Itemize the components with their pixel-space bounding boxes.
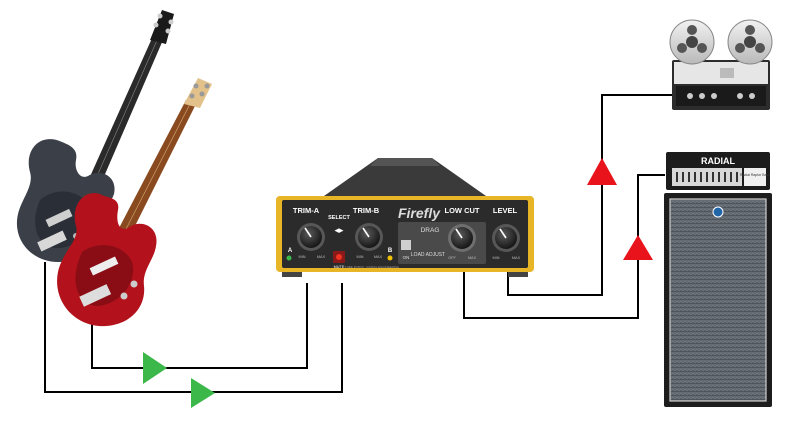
label-switch-on: ON (403, 255, 410, 260)
speaker-cabinet-icon (664, 193, 772, 407)
select-arrows-icon: ◂▸ (334, 225, 344, 235)
amp-brand: RADIAL (701, 156, 735, 166)
bass-guitar-red-icon (57, 78, 212, 327)
green-arrow-icon (191, 378, 215, 408)
label-drag: DRAG (421, 227, 440, 234)
label-mute: MUTE (334, 265, 345, 269)
cable-bass2-to-trim-b (91, 283, 308, 369)
red-arrow-icon (587, 158, 617, 185)
knob-low-cut[interactable] (448, 224, 476, 252)
amp-panel-text: Radial Raptor Bass (740, 173, 770, 177)
label-max: MAX (374, 255, 383, 259)
label-trim-b: TRIM-B (353, 206, 380, 215)
cable-device-to-amp (463, 174, 665, 319)
label-ch-b: B (388, 248, 393, 254)
firefly-di-box: TRIM-A SELECT TRIM-B Firefly LOW CUT LEV… (276, 158, 534, 277)
red-arrow-icon (623, 235, 653, 260)
label-min: MIN (493, 256, 500, 260)
label-min: MIN (299, 255, 306, 259)
drag-switch[interactable] (401, 240, 411, 250)
knob-trim-a[interactable] (297, 223, 325, 251)
label-ch-a: A (288, 248, 293, 254)
device-footer-text: TUBE DI BOX - RADIAL ENGINEERING (345, 265, 400, 269)
label-low-cut: LOW CUT (445, 206, 480, 215)
label-off: OFF (448, 256, 456, 260)
knob-trim-b[interactable] (355, 223, 383, 251)
tube-housing (324, 158, 486, 196)
label-max: MAX (317, 255, 326, 259)
led-b-icon (387, 255, 393, 261)
brand-logo: Firefly (398, 205, 441, 221)
label-load-adjust: LOAD ADJUST (411, 252, 445, 258)
bass-amp-head-icon: RADIAL Radial Raptor Bass (666, 152, 770, 190)
label-trim-a: TRIM-A (293, 206, 320, 215)
label-max: MAX (468, 256, 477, 260)
led-a-icon (286, 255, 292, 261)
signal-arrows (143, 158, 653, 408)
label-min: MIN (357, 255, 364, 259)
reel-to-reel-recorder-icon (669, 19, 773, 110)
cable-device-to-tape (507, 94, 680, 296)
label-level: LEVEL (493, 206, 518, 215)
label-max: MAX (512, 256, 521, 260)
green-arrow-icon (143, 352, 167, 384)
knob-level[interactable] (492, 224, 520, 252)
label-select: SELECT (328, 215, 350, 221)
